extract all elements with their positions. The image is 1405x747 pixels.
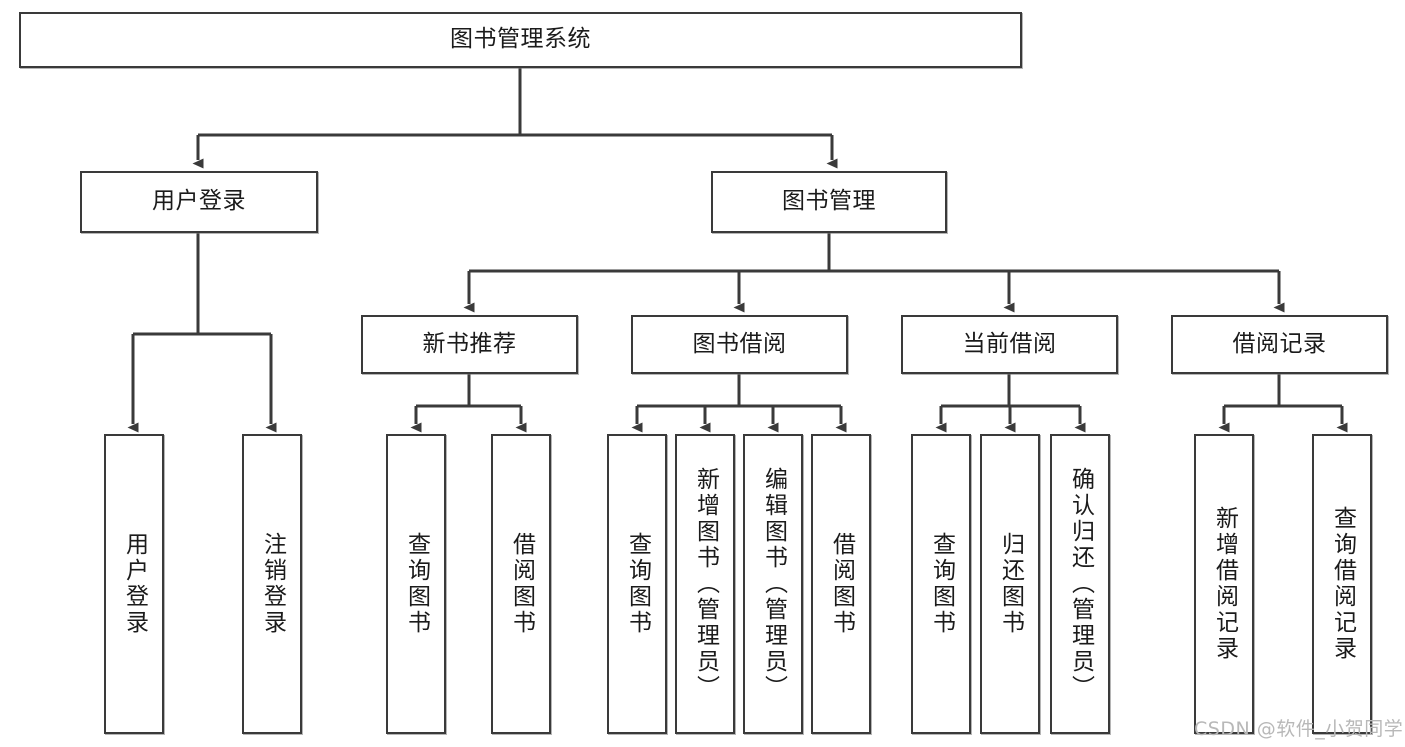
- leaf-query-book-1[interactable]: 查询图书: [386, 434, 446, 734]
- leaf-query-book-1-label: 查询图书: [403, 532, 430, 636]
- leaf-return-book[interactable]: 归还图书: [980, 434, 1040, 734]
- leaf-query-record[interactable]: 查询借阅记录: [1312, 434, 1372, 734]
- leaf-query-book-3[interactable]: 查询图书: [911, 434, 971, 734]
- node-user-login[interactable]: 用户登录: [80, 171, 318, 233]
- leaf-user-logout-label: 注销登录: [259, 532, 286, 636]
- leaf-return-book-label: 归还图书: [997, 532, 1024, 636]
- leaf-query-record-label: 查询借阅记录: [1329, 506, 1356, 662]
- leaf-borrow-book-1-label: 借阅图书: [508, 532, 535, 636]
- node-root[interactable]: 图书管理系统: [19, 12, 1022, 68]
- node-root-label: 图书管理系统: [450, 26, 591, 53]
- leaf-add-record-label: 新增借阅记录: [1211, 506, 1238, 662]
- leaf-edit-book-label: 编辑图书（管理员）: [760, 467, 787, 701]
- node-book-manage-label: 图书管理: [782, 188, 876, 215]
- csdn-watermark: CSDN @软件_小贺同学: [1194, 718, 1404, 740]
- node-user-login-label: 用户登录: [152, 188, 246, 215]
- leaf-add-record[interactable]: 新增借阅记录: [1194, 434, 1254, 734]
- node-book-borrow[interactable]: 图书借阅: [631, 315, 848, 374]
- node-current-borrow-label: 当前借阅: [962, 330, 1057, 357]
- leaf-query-book-3-label: 查询图书: [928, 532, 955, 636]
- node-book-borrow-label: 图书借阅: [692, 330, 787, 357]
- leaf-add-book[interactable]: 新增图书（管理员）: [675, 434, 735, 734]
- node-current-borrow[interactable]: 当前借阅: [901, 315, 1118, 374]
- leaf-edit-book[interactable]: 编辑图书（管理员）: [743, 434, 803, 734]
- leaf-user-logout[interactable]: 注销登录: [242, 434, 302, 734]
- node-borrow-record-label: 借阅记录: [1232, 330, 1327, 357]
- leaf-confirm-return[interactable]: 确认归还（管理员）: [1050, 434, 1110, 734]
- node-borrow-record[interactable]: 借阅记录: [1171, 315, 1388, 374]
- leaf-query-book-2[interactable]: 查询图书: [607, 434, 667, 734]
- node-book-manage[interactable]: 图书管理: [711, 171, 947, 233]
- leaf-user-login-label: 用户登录: [121, 532, 148, 636]
- node-new-book-recommend-label: 新书推荐: [422, 330, 517, 357]
- leaf-confirm-return-label: 确认归还（管理员）: [1067, 467, 1094, 701]
- leaf-borrow-book-1[interactable]: 借阅图书: [491, 434, 551, 734]
- node-new-book-recommend[interactable]: 新书推荐: [361, 315, 578, 374]
- leaf-add-book-label: 新增图书（管理员）: [692, 467, 719, 701]
- leaf-borrow-book-2[interactable]: 借阅图书: [811, 434, 871, 734]
- leaf-user-login[interactable]: 用户登录: [104, 434, 164, 734]
- leaf-query-book-2-label: 查询图书: [624, 532, 651, 636]
- leaf-borrow-book-2-label: 借阅图书: [828, 532, 855, 636]
